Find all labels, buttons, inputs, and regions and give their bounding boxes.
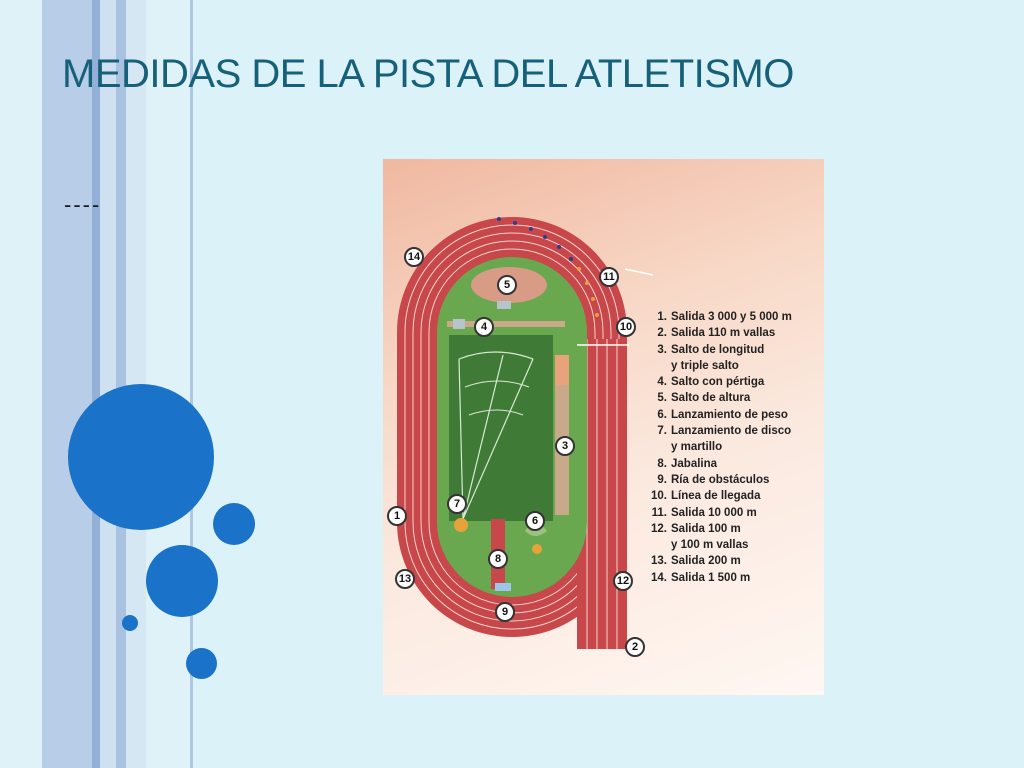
legend-item: 14.Salida 1 500 m	[651, 571, 751, 584]
marker-9: 9	[495, 602, 515, 622]
decorative-circle-large	[68, 384, 214, 530]
marker-5: 5	[497, 275, 517, 295]
marker-14: 14	[404, 247, 424, 267]
legend-item: 1.Salida 3 000 y 5 000 m	[657, 311, 792, 323]
marker-4: 4	[474, 317, 494, 337]
marker-6: 6	[525, 511, 545, 531]
legend-item: 11.Salida 10 000 m	[651, 506, 757, 519]
legend-item: 4.Salto con pértiga	[657, 376, 765, 389]
marker-13: 13	[395, 569, 415, 589]
long-jump-runway	[555, 355, 569, 515]
marker-12: 12	[613, 571, 633, 591]
marker-7: 7	[447, 494, 467, 514]
legend-item: 10.Línea de llegada	[651, 490, 761, 503]
legend-item: 9.Ría de obstáculos	[657, 473, 770, 486]
central-field	[449, 335, 553, 521]
slide-title: MEDIDAS DE LA PISTA DEL ATLETISMO	[62, 52, 794, 96]
marker-3: 3	[555, 436, 575, 456]
marker-8: 8	[488, 549, 508, 569]
legend-item: 6.Lanzamiento de peso	[657, 408, 788, 421]
athletics-track-diagram: 14 5 11 4 10 3 1 7 6 8 13 12 9 2 1.Salid…	[383, 159, 824, 695]
marker-10: 10	[616, 317, 636, 337]
decorative-circle-medium	[146, 545, 218, 617]
legend-item: 5.Salto de altura	[657, 392, 751, 405]
marker-1: 1	[387, 506, 407, 526]
decorative-circle-small	[213, 503, 255, 545]
slide-bullet-text: ----	[64, 192, 102, 217]
decorative-circle-tiny	[122, 615, 138, 631]
marker-2: 2	[625, 637, 645, 657]
legend-item: 2.Salida 110 m vallas	[657, 327, 776, 340]
marker-11: 11	[599, 267, 619, 287]
left-decorative-stripes	[0, 0, 200, 768]
legend-item: 13.Salida 200 m	[651, 555, 741, 568]
legend-item: 8.Jabalina	[657, 457, 718, 470]
track-legend: 1.Salida 3 000 y 5 000 m 2.Salida 110 m …	[651, 309, 824, 586]
decorative-circle-small-bottom	[186, 648, 217, 679]
